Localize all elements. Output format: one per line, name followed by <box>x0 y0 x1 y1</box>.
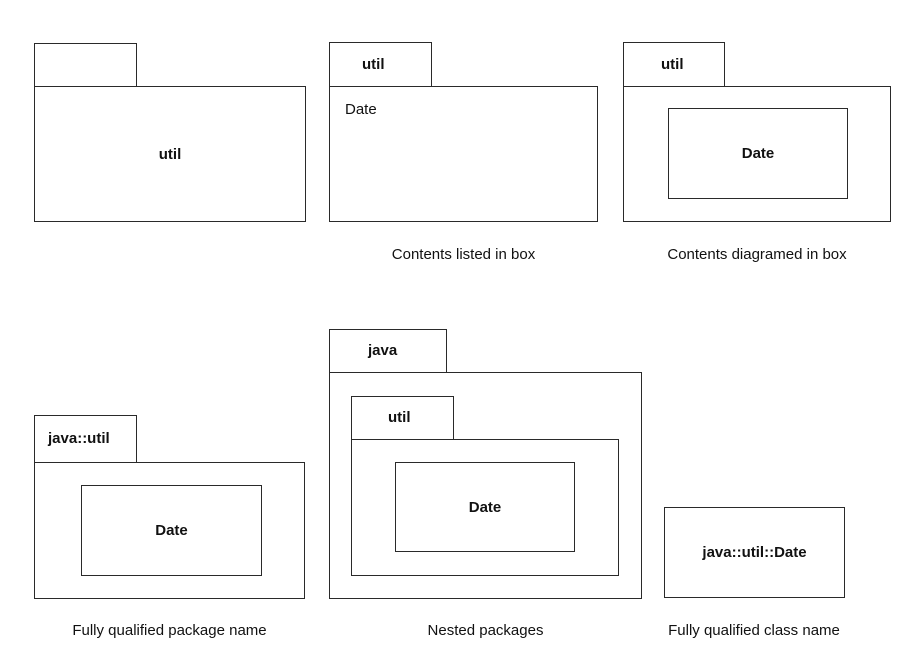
package-inner-util-tab: util <box>351 396 454 440</box>
class-nested-box: Date <box>395 462 575 552</box>
package-qualified-tab-label: java::util <box>48 430 110 447</box>
package-listed-body: Date <box>329 86 598 222</box>
class-nested-name: Date <box>468 498 502 516</box>
package-util-name: util <box>158 145 182 163</box>
package-listed-tab-label: util <box>362 56 385 73</box>
package-qualified-tab: java::util <box>34 415 137 463</box>
class-qualified-pkg-name: Date <box>155 522 188 539</box>
class-qualified-box: java::util::Date <box>664 507 845 598</box>
caption-nested: Nested packages <box>427 622 544 639</box>
package-inner-util-tab-label: util <box>388 409 411 426</box>
caption-diagramed: Contents diagramed in box <box>667 246 847 263</box>
package-diagramed-tab-label: util <box>661 56 684 73</box>
package-diagramed-tab: util <box>623 42 725 87</box>
class-qualified-pkg-box: Date <box>81 485 262 576</box>
package-listed-content: Date <box>345 101 377 118</box>
class-qualified-name: java::util::Date <box>702 544 807 561</box>
package-java-tab: java <box>329 329 447 373</box>
caption-qualified-package: Fully qualified package name <box>72 622 267 639</box>
class-diagramed-box: Date <box>668 108 848 199</box>
caption-listed: Contents listed in box <box>391 246 536 263</box>
package-util-body: util <box>34 86 306 222</box>
package-java-tab-label: java <box>368 342 398 359</box>
package-listed-tab: util <box>329 42 432 87</box>
package-util-tab <box>34 43 137 87</box>
class-diagramed-name: Date <box>741 145 775 162</box>
caption-qualified-class: Fully qualified class name <box>668 622 840 639</box>
